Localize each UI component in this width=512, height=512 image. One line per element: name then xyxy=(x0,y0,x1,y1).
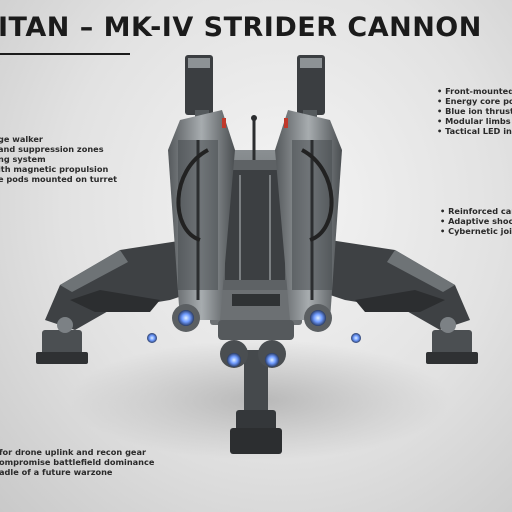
note-line: ng system xyxy=(0,154,46,164)
notes-left-top: ge walker and suppression zones ng syste… xyxy=(0,134,117,184)
right-cannon xyxy=(275,55,342,332)
left-cable xyxy=(176,148,209,242)
note-line: • Adaptive shock- xyxy=(440,216,512,226)
notes-right-mid: • Reinforced carb • Adaptive shock- • Cy… xyxy=(440,206,512,236)
note-line: • Reinforced carb xyxy=(440,206,512,216)
tail-leg xyxy=(230,350,282,454)
note-line: ompromise battlefield dominance xyxy=(0,457,155,467)
note-line: • Cybernetic joint xyxy=(440,226,512,236)
right-cable xyxy=(301,148,334,242)
right-led-indicator xyxy=(284,118,288,128)
note-line: e pods mounted on turret xyxy=(0,174,118,184)
note-line: for drone uplink and recon gear xyxy=(0,447,147,457)
left-led-indicator xyxy=(222,118,226,128)
note-line: and suppression zones xyxy=(0,144,104,154)
notes-left-bottom: for drone uplink and recon gear ompromis… xyxy=(0,447,154,477)
note-line: ith magnetic propulsion xyxy=(0,164,109,174)
page-title: ITAN – MK-IV STRIDER CANNON xyxy=(0,12,482,43)
left-glow-pod xyxy=(147,333,157,343)
right-glow-pod xyxy=(351,333,361,343)
note-line: • Front-mounted a xyxy=(437,86,512,96)
note-line: ge walker xyxy=(0,134,43,144)
left-leg xyxy=(36,240,200,364)
note-line: • Blue ion thruste xyxy=(437,106,512,116)
right-leg xyxy=(315,240,478,364)
ion-thrusters xyxy=(218,320,294,368)
notes-right-top: • Front-mounted a • Energy core pow • Bl… xyxy=(437,86,512,136)
note-line: adle of a future warzone xyxy=(0,467,113,477)
note-line: • Modular limbs w xyxy=(437,116,512,126)
note-line: • Tactical LED indi xyxy=(437,126,512,136)
note-line: • Energy core pow xyxy=(437,96,512,106)
left-cannon xyxy=(168,55,235,332)
title-underline xyxy=(0,53,130,55)
